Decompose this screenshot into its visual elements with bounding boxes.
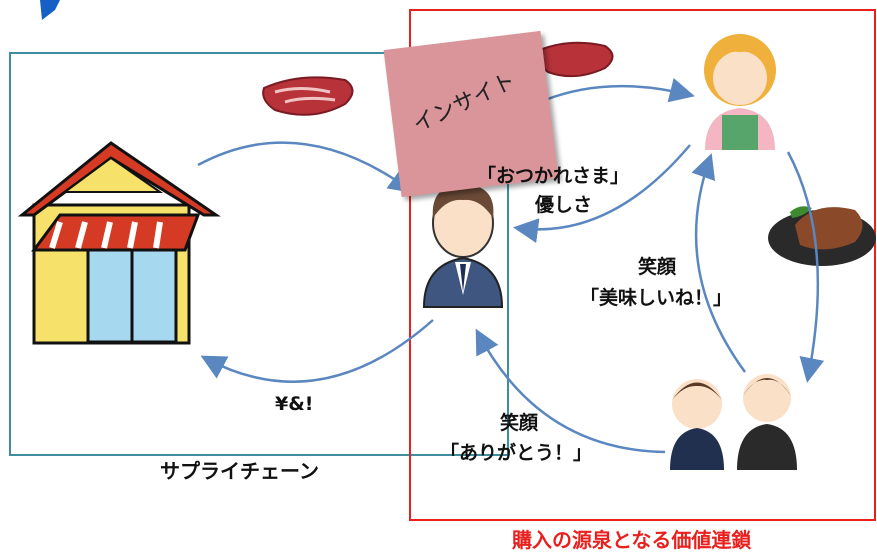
arrow-to-woman <box>544 78 695 103</box>
smile-label-2: 笑顔 <box>500 412 539 434</box>
arrow-students-to-businessman <box>475 328 666 454</box>
tired-label: 「おつかれさま」 <box>477 165 630 187</box>
arrow-store-to-businessman <box>197 141 415 193</box>
thanks-label: 「ありがとう！」 <box>440 442 593 464</box>
arrow-woman-to-businessman <box>513 144 691 243</box>
money-label: ¥&! <box>275 393 314 415</box>
arrow-students-to-woman <box>691 153 747 373</box>
steak-plate-icon <box>768 206 876 266</box>
smile-label-1: 笑顔 <box>638 256 677 278</box>
arrow-woman-to-plate <box>786 151 825 383</box>
value-chain-title: 購入の源泉となる価値連鎖 <box>512 528 752 552</box>
delicious-label: 「美味しいね！」 <box>580 287 733 309</box>
value-chain-box <box>409 9 876 521</box>
supply-chain-box <box>9 52 509 456</box>
arrow-businessman-to-store <box>200 319 434 383</box>
supply-chain-title: サプライチェーン <box>160 459 319 483</box>
insight-label: インサイト <box>409 68 520 138</box>
corner-blue-shape <box>40 0 60 20</box>
students-icon <box>670 374 797 470</box>
meat-icon-right <box>537 41 614 78</box>
kindness-label: 優しさ <box>535 194 593 216</box>
store-icon <box>17 141 221 345</box>
woman-icon <box>704 34 776 150</box>
businessman-icon <box>422 184 504 308</box>
meat-icon-left <box>262 76 354 116</box>
